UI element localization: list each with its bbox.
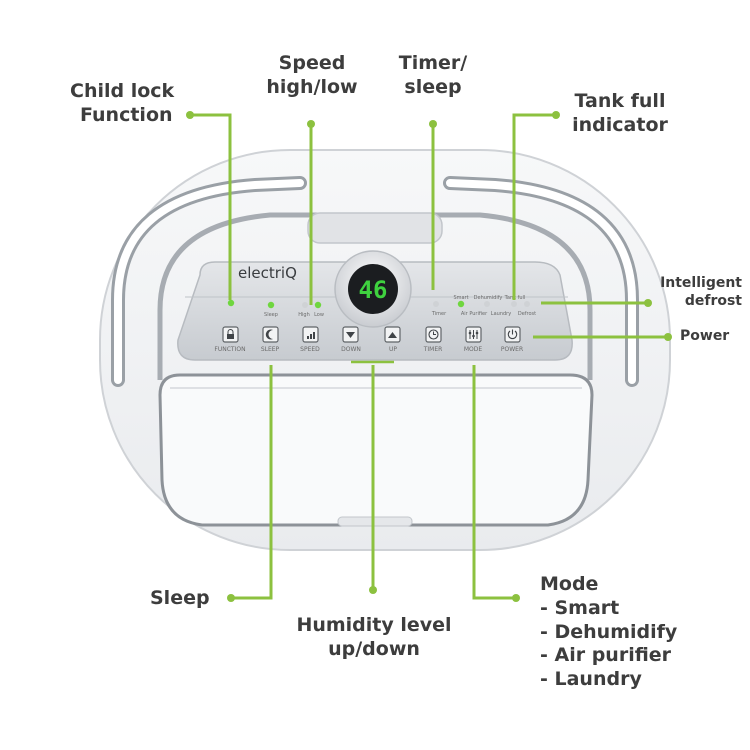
callout-sleep: Sleep bbox=[150, 587, 210, 609]
timer-indicator-label: Timer bbox=[431, 311, 447, 317]
callout-defrost: Intelligent defrost bbox=[660, 275, 742, 309]
brand-logo: electriQ bbox=[238, 264, 297, 282]
speed-high-label: High bbox=[298, 312, 310, 318]
svg-text:POWER: POWER bbox=[501, 346, 523, 353]
mode-dehumidify-label: Dehumidify bbox=[474, 295, 503, 301]
callout-humidity: Humidity level up/down bbox=[296, 614, 452, 660]
callout-tank-full: Tank full indicator bbox=[572, 90, 668, 136]
speed-button[interactable]: SPEED bbox=[300, 326, 320, 353]
callout-speed: Speed high/low bbox=[266, 52, 358, 98]
timer-led bbox=[433, 301, 439, 307]
svg-text:MODE: MODE bbox=[464, 346, 483, 353]
mode-laundry-label: Laundry bbox=[491, 311, 511, 317]
sleep-button[interactable]: SLEEP bbox=[261, 326, 280, 353]
front-cover bbox=[158, 373, 594, 527]
power-button[interactable]: POWER bbox=[501, 326, 523, 353]
callout-child-lock: Child lock Function bbox=[70, 80, 175, 126]
callout-timer: Timer/ sleep bbox=[398, 52, 468, 98]
up-button[interactable]: UP bbox=[384, 326, 401, 353]
mode-button[interactable]: MODE bbox=[464, 326, 483, 353]
svg-text:DOWN: DOWN bbox=[341, 346, 361, 353]
speed-low-label: Low bbox=[314, 312, 324, 318]
sleep-indicator-label: Sleep bbox=[264, 312, 278, 318]
callout-dots bbox=[186, 111, 672, 602]
svg-text:UP: UP bbox=[389, 346, 397, 353]
sleep-led bbox=[267, 301, 275, 309]
speed-high-led bbox=[302, 302, 308, 308]
top-grip bbox=[307, 212, 443, 244]
smart-led bbox=[457, 300, 465, 308]
svg-text:FUNCTION: FUNCTION bbox=[214, 346, 245, 353]
svg-text:TIMER: TIMER bbox=[423, 346, 443, 353]
callout-lines bbox=[190, 113, 668, 600]
bottom-notch bbox=[337, 516, 413, 527]
humidity-display: 46 bbox=[359, 276, 388, 304]
mode-defrost-label: Defrost bbox=[518, 311, 536, 317]
callout-power: Power bbox=[680, 328, 730, 344]
lock-led bbox=[227, 299, 235, 307]
down-button[interactable]: DOWN bbox=[341, 326, 361, 353]
mode-airpurifier-label: Air Purifier bbox=[461, 311, 488, 317]
speed-low-led bbox=[314, 301, 322, 309]
dehumidify-led bbox=[484, 301, 490, 307]
callout-mode: Mode - Smart - Dehumidify - Air purifier… bbox=[540, 573, 678, 690]
svg-text:SPEED: SPEED bbox=[300, 346, 320, 353]
function-button[interactable]: FUNCTION bbox=[214, 326, 246, 353]
timer-button[interactable]: TIMER bbox=[423, 326, 443, 353]
defrost-led bbox=[524, 301, 530, 307]
mode-smart-label: Smart bbox=[453, 295, 468, 301]
svg-text:SLEEP: SLEEP bbox=[261, 346, 280, 353]
tank-led bbox=[511, 301, 517, 307]
